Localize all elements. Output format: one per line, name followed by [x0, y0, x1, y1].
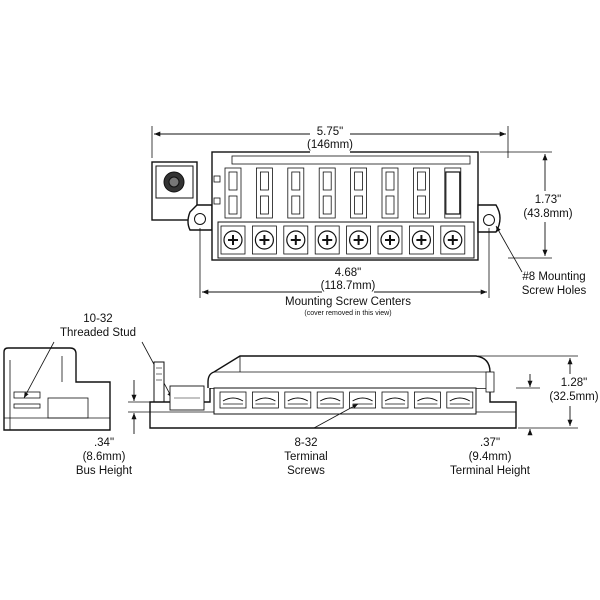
right-mount-hole: [483, 214, 495, 226]
bus-height-label: Bus Height: [76, 465, 133, 477]
fuse-slot: [255, 167, 273, 219]
bus-height-inch: .34": [94, 437, 114, 449]
terminal-slot: [446, 391, 474, 409]
overall-height-mm: (32.5mm): [549, 391, 598, 403]
height-top-mm: (43.8mm): [523, 208, 572, 220]
mount-holes-line2: Screw Holes: [522, 285, 587, 297]
stud-line1: 10-32: [83, 313, 112, 325]
fuse-slot: [412, 167, 430, 219]
bus-height-mm: (8.6mm): [83, 451, 126, 463]
terminal-slot: [251, 391, 279, 409]
terminal-screws-top: [220, 225, 466, 255]
terminal-slot: [413, 391, 441, 409]
terminal-screw-icon: [314, 225, 340, 255]
overall-width-dimension: 5.75" (146mm): [151, 124, 509, 158]
terminal-screws-line3: Screws: [287, 465, 325, 477]
terminal-screw-icon: [346, 225, 372, 255]
fuse-slots: [224, 167, 462, 219]
terminal-screw-icon: [408, 225, 434, 255]
mount-holes-callout: #8 Mounting Screw Holes: [495, 225, 587, 297]
overall-width-mm: (146mm): [307, 139, 353, 151]
mount-centers-mm: (118.7mm): [321, 280, 376, 292]
inserted-fuse: [445, 171, 461, 215]
terminal-height-mm: (9.4mm): [469, 451, 512, 463]
terminal-slot: [284, 391, 312, 409]
terminal-screw-icon: [377, 225, 403, 255]
overall-width-inch: 5.75": [317, 126, 343, 138]
stud-line2: Threaded Stud: [60, 327, 136, 339]
mount-centers-label: Mounting Screw Centers: [285, 296, 411, 308]
terminal-slot: [381, 391, 409, 409]
bus-height-dimension: .34" (8.6mm) Bus Height: [76, 380, 150, 477]
terminal-height-dimension: .37" (9.4mm) Terminal Height: [450, 374, 540, 477]
overall-height-inch: 1.28": [561, 377, 587, 389]
terminal-screws-callout: 8-32 Terminal Screws: [284, 403, 359, 477]
terminal-height-inch: .37": [480, 437, 500, 449]
mount-centers-note: (cover removed in this view): [304, 310, 391, 317]
fuse-slot: [318, 167, 336, 219]
mount-holes-line1: #8 Mounting: [522, 271, 585, 283]
stud-callout: 10-32 Threaded Stud: [23, 313, 173, 399]
left-mount-hole: [194, 213, 206, 225]
terminal-screw-icon: [251, 225, 277, 255]
fuse-slot: [287, 167, 305, 219]
mount-centers-dimension: 4.68" (118.7mm) Mounting Screw Centers (…: [199, 228, 490, 317]
terminal-slot: [316, 391, 344, 409]
terminal-slot: [219, 391, 247, 409]
mount-centers-inch: 4.68": [335, 267, 361, 279]
top-view: [151, 151, 501, 261]
terminal-slot: [349, 391, 377, 409]
side-view: [149, 355, 517, 429]
terminal-screw-icon: [220, 225, 246, 255]
terminal-screws-line2: Terminal: [284, 451, 327, 463]
terminal-screws-line1: 8-32: [294, 437, 317, 449]
terminal-screw-icon: [283, 225, 309, 255]
overall-height-dimension: 1.28" (32.5mm): [478, 355, 599, 429]
height-top-dimension: 1.73" (43.8mm): [480, 151, 573, 259]
fuse-slot: [381, 167, 399, 219]
fuse-slot: [350, 167, 368, 219]
terminal-screw-icon: [440, 225, 466, 255]
fuse-slot: [224, 167, 242, 219]
height-top-inch: 1.73": [535, 194, 561, 206]
terminal-height-label: Terminal Height: [450, 465, 531, 477]
terminal-slots-side: [219, 391, 474, 409]
end-view: [3, 347, 111, 431]
